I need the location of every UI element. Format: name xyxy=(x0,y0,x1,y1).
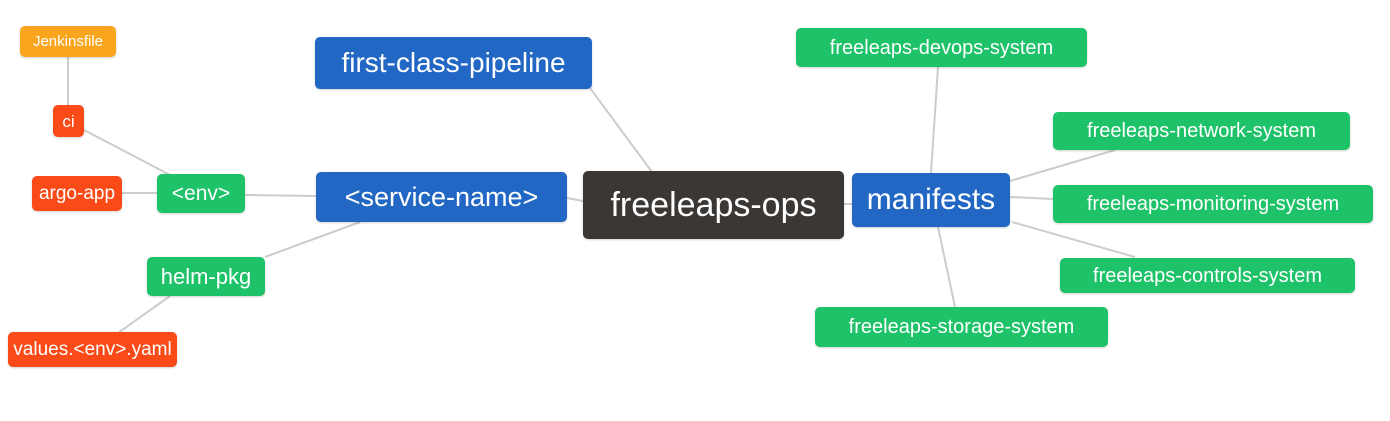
node-freeleaps-devops-system[interactable]: freeleaps-devops-system xyxy=(796,28,1087,67)
node-freeleaps-controls-system[interactable]: freeleaps-controls-system xyxy=(1060,258,1355,293)
edge-ci-to-env xyxy=(83,129,171,176)
node-first-class-pipeline[interactable]: first-class-pipeline xyxy=(315,37,592,89)
node-ci[interactable]: ci xyxy=(53,105,84,137)
node-freeleaps-network-system[interactable]: freeleaps-network-system xyxy=(1053,112,1350,150)
node-argo-app[interactable]: argo-app xyxy=(32,176,122,211)
node-service-name[interactable]: <service-name> xyxy=(316,172,567,222)
node-freeleaps-storage-system[interactable]: freeleaps-storage-system xyxy=(815,307,1108,347)
edge-freeleaps-devops-system-to-manifests xyxy=(930,66,939,174)
edge-first-class-pipeline-to-freeleaps-ops xyxy=(589,87,653,173)
edge-env-to-service-name xyxy=(244,194,317,197)
edge-values-env-yaml-to-helm-pkg xyxy=(117,295,171,334)
node-manifests[interactable]: manifests xyxy=(852,173,1010,227)
node-freeleaps-ops[interactable]: freeleaps-ops xyxy=(583,171,844,239)
edge-manifests-to-freeleaps-controls-system xyxy=(1011,221,1136,258)
edge-manifests-to-freeleaps-monitoring-system xyxy=(1009,196,1054,200)
node-helm-pkg[interactable]: helm-pkg xyxy=(147,257,265,296)
node-values-env-yaml[interactable]: values.<env>.yaml xyxy=(8,332,177,367)
node-env[interactable]: <env> xyxy=(157,174,245,213)
edge-helm-pkg-to-service-name xyxy=(264,221,361,258)
node-jenkinsfile[interactable]: Jenkinsfile xyxy=(20,26,116,57)
edge-service-name-to-freeleaps-ops xyxy=(566,197,584,202)
node-freeleaps-monitoring-system[interactable]: freeleaps-monitoring-system xyxy=(1053,185,1373,223)
edge-manifests-to-freeleaps-network-system xyxy=(1009,149,1116,182)
edge-manifests-to-freeleaps-storage-system xyxy=(937,226,956,308)
